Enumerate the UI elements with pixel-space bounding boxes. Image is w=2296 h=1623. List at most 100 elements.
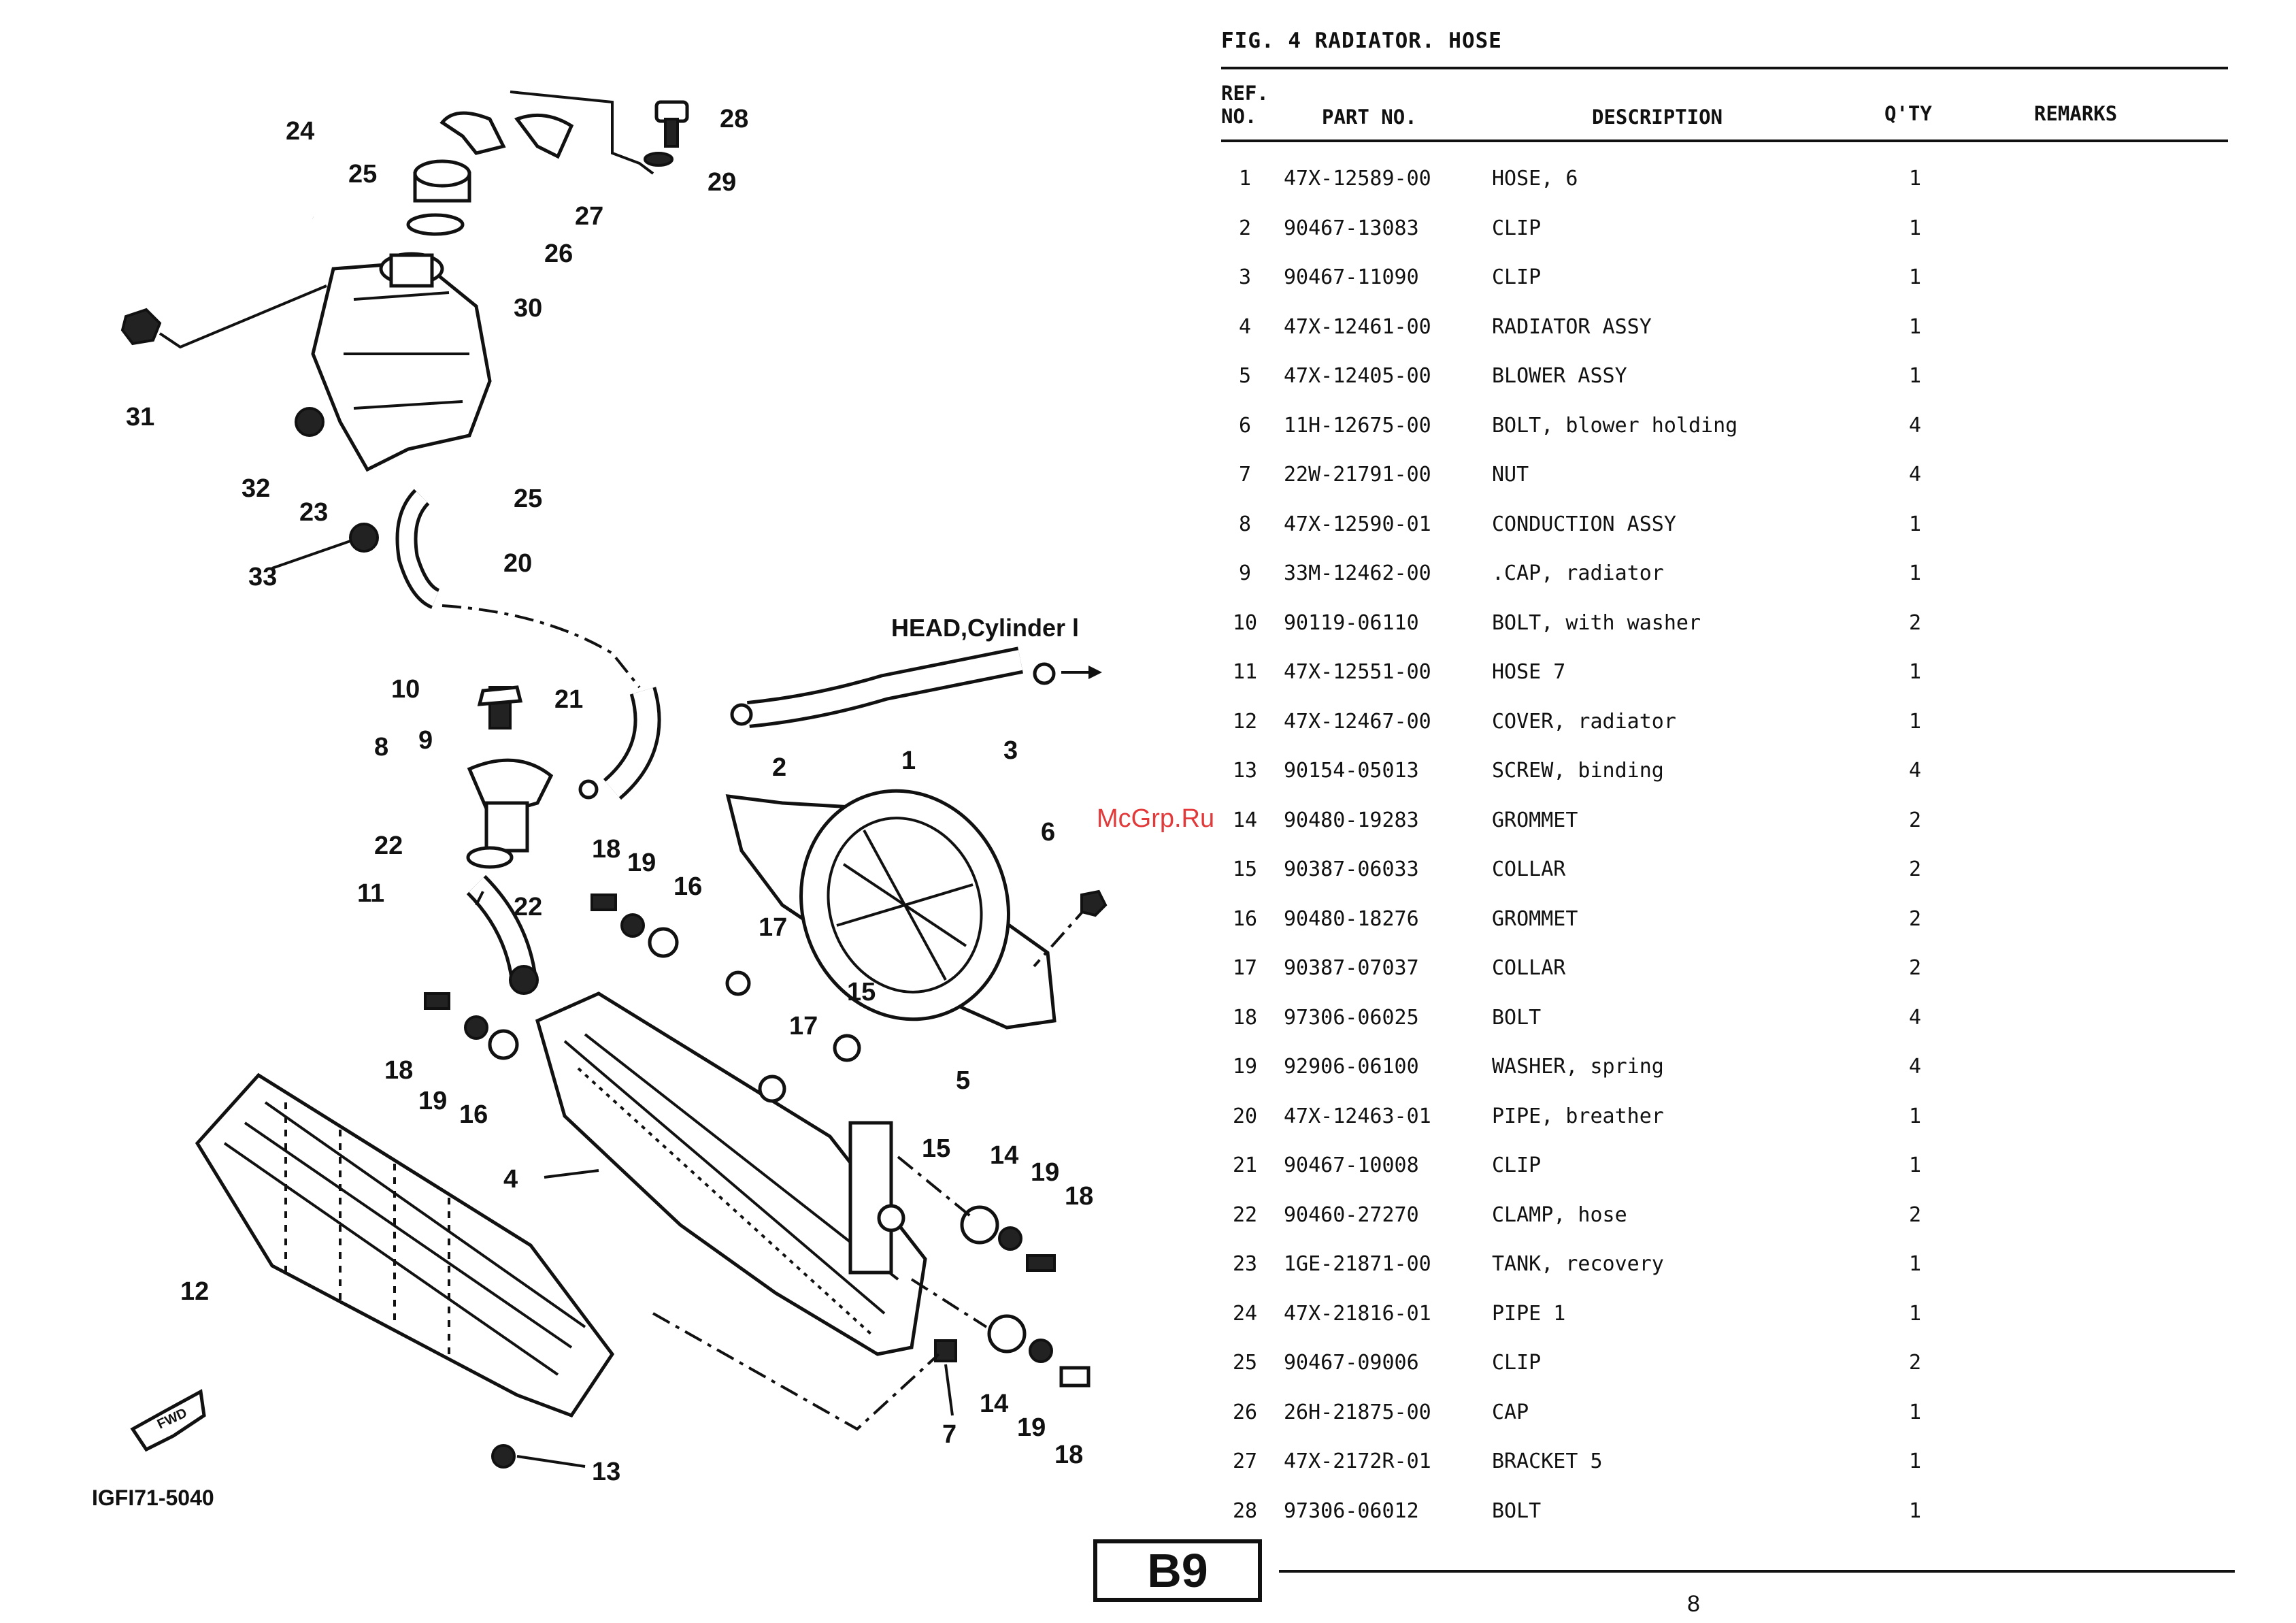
callout-9: 9 [418,726,433,755]
cell-part-no: 90387-07037 [1284,956,1419,980]
callout-19: 19 [1017,1413,1046,1442]
cell-qty: 2 [1908,857,1922,881]
recovery-tank [311,252,492,472]
cell-qty: 1 [1908,1449,1922,1473]
cell-description: CLIP [1492,216,1542,240]
cell-part-no: 90480-19283 [1284,808,1419,832]
cell-part-no: 47X-21816-01 [1284,1301,1431,1326]
callout-12: 12 [180,1277,209,1306]
callout-28: 28 [720,105,748,133]
callout-29: 29 [708,168,736,197]
cell-part-no: 47X-2172R-01 [1284,1449,1431,1473]
cell-ref: 28 [1232,1498,1258,1523]
cell-qty: 1 [1908,1104,1922,1128]
callout-1: 1 [901,747,916,775]
callout-22: 22 [514,893,542,921]
cell-qty: 2 [1908,610,1922,635]
header-remarks: REMARKS [2034,102,2118,125]
cell-description: COVER, radiator [1492,709,1676,734]
head-cylinder-label: HEAD,Cylinder l [891,614,1079,642]
callout-18: 18 [1065,1182,1093,1211]
cell-ref: 14 [1232,808,1258,832]
cell-qty: 4 [1908,463,1922,487]
cell-qty: 1 [1908,1153,1922,1177]
callout-13: 13 [592,1458,620,1486]
cell-description: CLAMP, hose [1492,1202,1627,1227]
cell-ref: 18 [1232,1005,1258,1030]
cell-part-no: 90467-13083 [1284,216,1419,240]
callout-3: 3 [1003,736,1018,765]
cell-description: RADIATOR ASSY [1492,314,1652,339]
callout-11: 11 [357,879,384,908]
callout-6: 6 [1041,818,1055,847]
figure-title: FIG. 4 RADIATOR. HOSE [1221,29,1502,53]
header-ref-no: REF. NO. [1221,82,1269,128]
callout-16: 16 [673,872,702,901]
callout-27: 27 [575,202,603,231]
callout-8: 8 [374,733,388,761]
cell-ref: 10 [1232,610,1258,635]
callout-32: 32 [242,474,270,503]
cell-qty: 1 [1908,265,1922,289]
cell-ref: 4 [1238,314,1252,339]
cell-qty: 1 [1908,364,1922,388]
callout-25: 25 [348,160,377,188]
cell-qty: 1 [1908,1400,1922,1424]
cell-qty: 2 [1908,956,1922,980]
cell-part-no: 1GE-21871-00 [1284,1252,1431,1276]
header-description: DESCRIPTION [1592,105,1723,129]
callout-5: 5 [956,1066,970,1095]
cell-part-no: 90119-06110 [1284,610,1419,635]
cell-description: HOSE, 6 [1492,167,1578,191]
callout-23: 23 [299,498,328,527]
callout-15: 15 [922,1134,950,1163]
radiator-cover [195,1072,615,1418]
cell-part-no: 47X-12590-01 [1284,512,1431,536]
cell-ref: 15 [1232,857,1258,881]
radiator-assy [535,991,927,1356]
cell-part-no: 90467-09006 [1284,1351,1419,1375]
cell-part-no: 90387-06033 [1284,857,1419,881]
callout-24: 24 [286,117,314,146]
callout-19: 19 [418,1087,447,1115]
cell-qty: 1 [1908,1252,1922,1276]
cell-ref: 13 [1232,759,1258,783]
callout-14: 14 [980,1390,1008,1418]
footer-rule [1279,1570,2235,1573]
callout-10: 10 [391,675,420,704]
cell-ref: 7 [1238,463,1252,487]
cell-part-no: 90154-05013 [1284,759,1419,783]
cell-description: WASHER, spring [1492,1055,1664,1079]
cell-ref: 11 [1232,660,1258,684]
tank-cap [406,159,471,236]
callout-14: 14 [990,1141,1018,1170]
cell-qty: 1 [1908,1301,1922,1326]
cell-description: CLIP [1492,265,1542,289]
cell-qty: 1 [1908,512,1922,536]
page-badge: B9 [1093,1539,1262,1602]
cell-description: NUT [1492,463,1529,487]
callout-19: 19 [627,849,656,877]
callout-30: 30 [514,294,542,323]
watermark: McGrp.Ru [1097,804,1215,833]
cell-qty: 1 [1908,314,1922,339]
cell-part-no: 47X-12589-00 [1284,167,1431,191]
page-number: 8 [1687,1591,1700,1617]
cell-part-no: 90480-18276 [1284,906,1419,931]
cell-description: GROMMET [1492,906,1578,931]
cell-description: BOLT, blower holding [1492,413,1738,438]
cell-part-no: 47X-12551-00 [1284,660,1431,684]
